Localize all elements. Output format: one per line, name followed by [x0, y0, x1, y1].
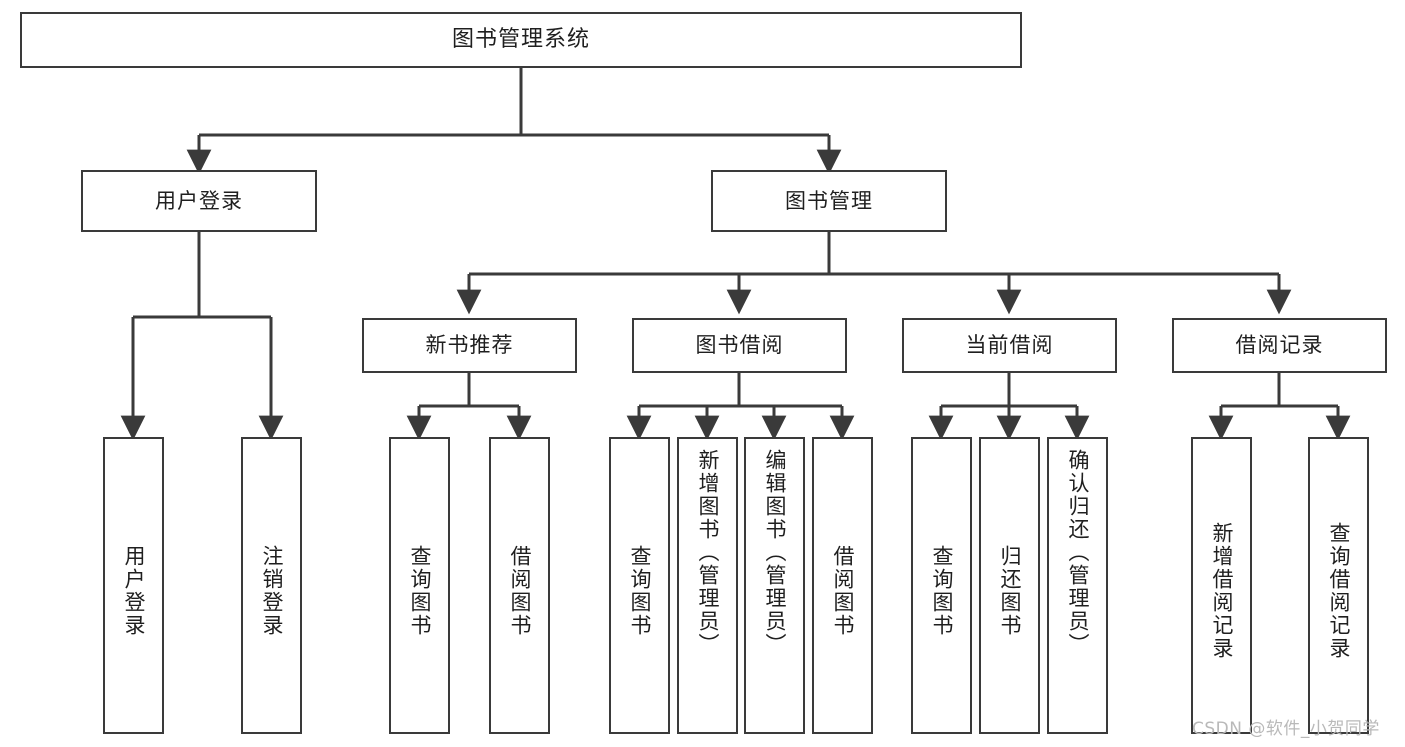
node-leaf-borrow-add[interactable]: 新增图书（管理员）	[677, 437, 738, 734]
node-current-borrow[interactable]: 当前借阅	[902, 318, 1117, 373]
node-leaf-logout[interactable]: 注销登录	[241, 437, 302, 734]
node-leaf-borrow-edit-label: 编辑图书（管理员）	[762, 449, 787, 656]
node-book-borrow[interactable]: 图书借阅	[632, 318, 847, 373]
node-book-manage[interactable]: 图书管理	[711, 170, 947, 232]
node-leaf-newbook-query-label: 查询图书	[407, 544, 432, 637]
node-leaf-current-confirm[interactable]: 确认归还（管理员）	[1047, 437, 1108, 734]
node-root-label: 图书管理系统	[451, 27, 590, 53]
node-leaf-logout-label: 注销登录	[259, 544, 284, 637]
node-leaf-borrow-lend[interactable]: 借阅图书	[812, 437, 873, 734]
node-book-manage-label: 图书管理	[785, 188, 873, 213]
node-user-login[interactable]: 用户登录	[81, 170, 317, 232]
node-leaf-current-query[interactable]: 查询图书	[911, 437, 972, 734]
node-leaf-record-add-label: 新增借阅记录	[1209, 521, 1234, 660]
node-current-borrow-label: 当前借阅	[965, 333, 1054, 358]
node-new-book-label: 新书推荐	[425, 333, 514, 358]
node-leaf-user-login-label: 用户登录	[121, 544, 146, 637]
node-user-login-label: 用户登录	[155, 188, 243, 213]
node-leaf-newbook-query[interactable]: 查询图书	[389, 437, 450, 734]
node-leaf-user-login[interactable]: 用户登录	[103, 437, 164, 734]
node-leaf-borrow-add-label: 新增图书（管理员）	[695, 449, 720, 656]
node-leaf-current-query-label: 查询图书	[929, 544, 954, 637]
node-leaf-borrow-lend-label: 借阅图书	[830, 544, 855, 637]
node-leaf-record-add[interactable]: 新增借阅记录	[1191, 437, 1252, 734]
node-root[interactable]: 图书管理系统	[20, 12, 1022, 68]
node-leaf-borrow-edit[interactable]: 编辑图书（管理员）	[744, 437, 805, 734]
node-borrow-record[interactable]: 借阅记录	[1172, 318, 1387, 373]
node-leaf-record-query[interactable]: 查询借阅记录	[1308, 437, 1369, 734]
node-borrow-record-label: 借阅记录	[1235, 333, 1324, 358]
node-leaf-current-confirm-label: 确认归还（管理员）	[1065, 449, 1090, 656]
node-leaf-record-query-label: 查询借阅记录	[1326, 521, 1351, 660]
node-leaf-newbook-borrow-label: 借阅图书	[507, 544, 532, 637]
node-book-borrow-label: 图书借阅	[695, 333, 784, 358]
node-leaf-current-return-label: 归还图书	[997, 544, 1022, 637]
node-leaf-current-return[interactable]: 归还图书	[979, 437, 1040, 734]
node-leaf-newbook-borrow[interactable]: 借阅图书	[489, 437, 550, 734]
node-leaf-borrow-query-label: 查询图书	[627, 544, 652, 637]
node-new-book[interactable]: 新书推荐	[362, 318, 577, 373]
node-leaf-borrow-query[interactable]: 查询图书	[609, 437, 670, 734]
watermark: CSDN @软件_小贺同学	[1192, 719, 1380, 739]
